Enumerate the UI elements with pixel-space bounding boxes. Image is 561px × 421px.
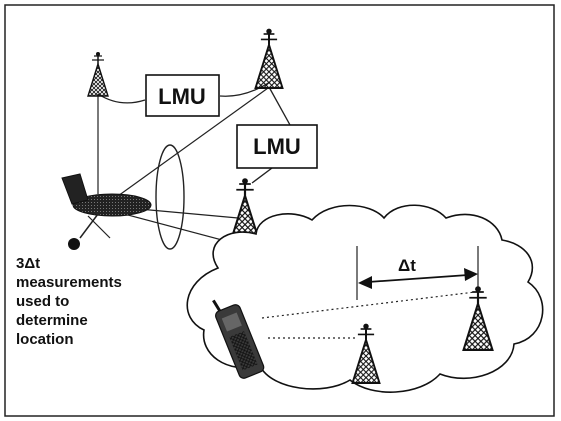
lmu-box-2: [236, 124, 318, 169]
measurement-note: 3Δt measurements used to determine locat…: [16, 255, 122, 348]
dt-arrow-left: [358, 276, 372, 289]
svg-text:3Δt: 3Δt: [16, 255, 40, 272]
dt-arrow-right: [464, 268, 478, 281]
tower-1-icon: [87, 51, 109, 97]
lmu-label-2: LMU: [253, 134, 301, 159]
handset-icon: [212, 299, 265, 379]
tower-2-icon: [254, 27, 284, 90]
svg-text:location: location: [16, 331, 74, 348]
lmu-box-1: [145, 74, 220, 117]
dashed-line-far-tower: [261, 291, 476, 319]
delta-t-label: Δt: [398, 256, 416, 275]
svg-text:used to: used to: [16, 293, 69, 310]
svg-text:determine: determine: [16, 312, 88, 329]
frame: [4, 4, 555, 417]
dt-arrow-line: [367, 274, 469, 283]
signal-line-tower2: [117, 87, 269, 197]
svg-text:measurements: measurements: [16, 274, 122, 291]
signal-ring: [155, 144, 185, 250]
mobile-phone-icon: [61, 173, 152, 250]
lmu-label-1: LMU: [158, 84, 206, 109]
